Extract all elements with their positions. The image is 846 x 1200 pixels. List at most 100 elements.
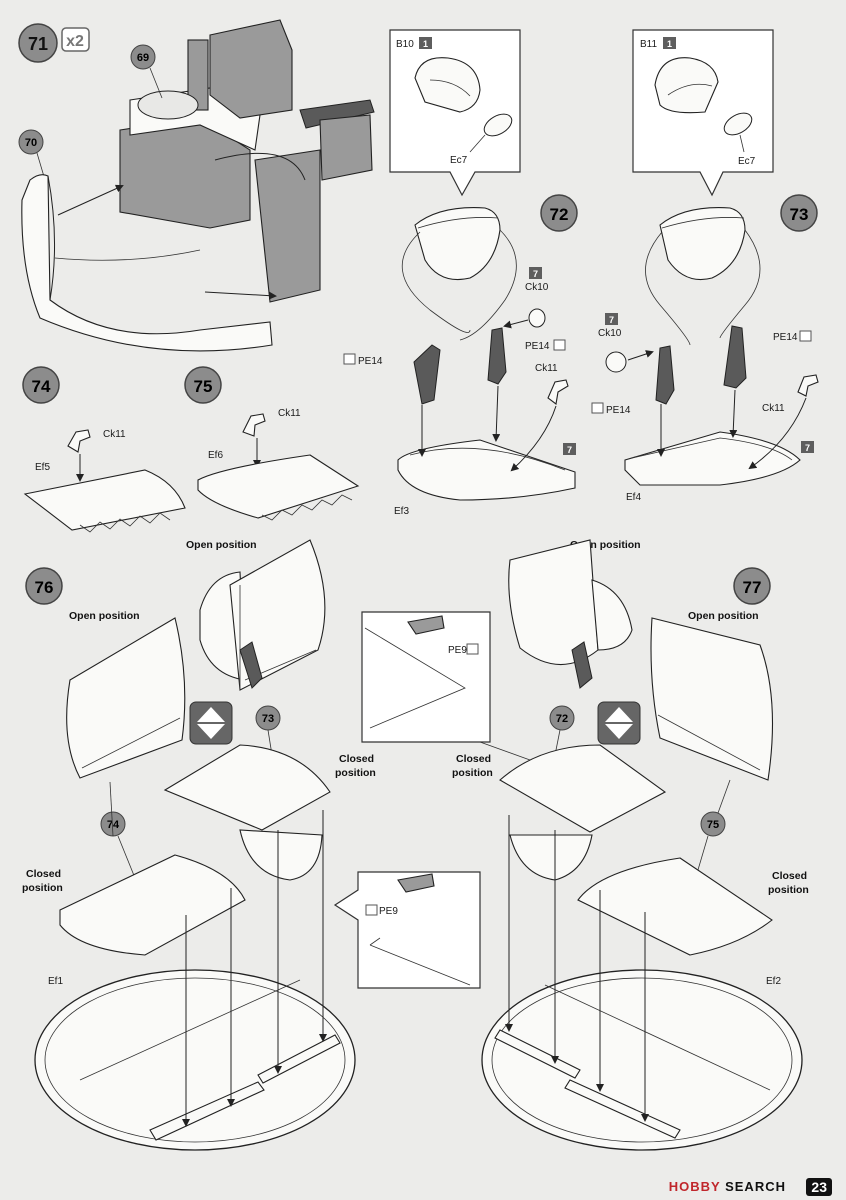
watermark-red: HOBBY	[668, 1179, 726, 1194]
paint-1-text-a: 1	[423, 39, 428, 49]
multiplier-text: x2	[66, 33, 84, 50]
updown-icon-76	[189, 701, 233, 745]
open-panel-77-right	[650, 617, 773, 781]
paint-7-text-c: 7	[609, 315, 614, 325]
mount-arc	[214, 152, 306, 181]
base-plate-ef3-top	[409, 447, 566, 471]
part-pe9-b	[397, 873, 435, 893]
base-plate-ef4	[624, 431, 801, 486]
plate-ef6	[197, 454, 360, 519]
part-ef1-label: Ef1	[48, 976, 63, 987]
ec7-b-leader	[739, 134, 745, 153]
gun-mount-housing	[209, 19, 293, 119]
part-ec7-a-label: Ec7	[450, 155, 468, 166]
page-number: 23	[806, 1178, 832, 1196]
hinge-strip-ef2-b	[564, 1079, 681, 1139]
detail-pe9-b-frame	[369, 937, 471, 986]
step-73-number: 73	[790, 205, 809, 224]
part-ec7-lens-a	[483, 113, 513, 137]
sight-dial	[137, 90, 199, 120]
callout-74-ref-number: 74	[107, 819, 120, 831]
gun-mount-column	[187, 39, 209, 111]
hobby-search-watermark: HOBBY SEARCH	[669, 1179, 786, 1194]
paint-7-box-c	[605, 313, 618, 325]
part-ef6-label: Ef6	[208, 450, 223, 461]
detail-pe9-a-frame	[364, 627, 466, 729]
part-pe14-d-label: PE14	[773, 332, 798, 343]
part-ck11-a-label: Ck11	[535, 363, 558, 374]
part-ef4-label: Ef4	[626, 492, 641, 503]
step-72-number: 72	[550, 205, 569, 224]
part-b11-label: B11	[640, 39, 657, 50]
bracket-pe14-72a	[413, 344, 441, 405]
base-ring-ef2-beam	[544, 984, 771, 1091]
part-pe9-a-label: PE9	[448, 645, 467, 656]
searchlight-72-rim	[417, 217, 499, 229]
updown-icon-76-down	[197, 724, 225, 739]
wire-73	[645, 229, 761, 346]
wire-72	[401, 229, 517, 341]
base-ring-ef2-inner	[491, 977, 793, 1143]
base-ring-ef1-inner	[44, 977, 346, 1143]
part-ec7-b-label: Ec7	[738, 156, 756, 167]
detail-b10-box	[389, 29, 521, 197]
pe-icon-a	[343, 353, 356, 365]
multiplier-box	[61, 27, 90, 52]
part-ck11-d-label: Ck11	[278, 408, 301, 419]
part-ec7-lens-b	[723, 112, 753, 136]
callout-73-ref-number: 73	[262, 713, 274, 725]
searchlight-73	[659, 207, 746, 281]
step-71-group: 71 x2 69 70	[18, 19, 375, 352]
closed-position-label-77a-l2: position	[452, 767, 493, 779]
open-position-label-77b: Open position	[688, 610, 759, 622]
callout-75-ref-circle	[700, 811, 726, 837]
searchlight-77-below	[509, 834, 593, 881]
step-71-number: 71	[28, 34, 48, 54]
step-77-group: 77 Open position Open position Closed po…	[452, 539, 809, 1151]
detail-b10: B10 1 Ec7	[389, 29, 521, 197]
part-ck11-a	[547, 379, 569, 405]
pe-icon-f	[365, 904, 378, 916]
ec7-a-leader	[469, 134, 486, 153]
part-b11-rim	[667, 83, 713, 96]
part-ck10-b	[605, 351, 627, 373]
part-ck10-b-label: Ck10	[598, 328, 622, 339]
shield-70-inner-curve	[54, 249, 201, 261]
part-ef5-label: Ef5	[35, 462, 50, 473]
open-position-label-76b: Open position	[69, 610, 140, 622]
step-76-group: 76 Open position Open position Closed po…	[22, 539, 531, 1151]
callout-74-leader-b	[117, 835, 136, 879]
updown-icon-77-down	[605, 724, 633, 739]
paint-7-text-d: 7	[805, 443, 810, 453]
open-panel-77-top	[508, 539, 599, 666]
closed-position-label-77b-l1: Closed	[772, 870, 807, 882]
arrow-ck10-b	[627, 350, 654, 361]
closed-position-label-76b-l1: Closed	[26, 868, 61, 880]
step-76-number: 76	[35, 578, 54, 597]
searchlight-76-below	[239, 829, 323, 881]
closed-plate-76-left	[59, 854, 246, 956]
arrow-73-b	[729, 389, 738, 438]
base-ring-ef2	[481, 969, 803, 1151]
callout-72-ref-number: 72	[556, 713, 568, 725]
part-b11-dome	[654, 57, 719, 114]
updown-icon-76-up	[197, 707, 225, 722]
step-72-group: 72 7 Ck10 PE14 PE14 Ck11 7 Ef3	[343, 194, 578, 517]
open-panel-76-left-hinge	[81, 717, 181, 769]
paint-7-box-a	[529, 267, 542, 279]
searchlight-73-rim	[661, 217, 745, 229]
bracket-pe14-73a	[655, 345, 675, 405]
step-73-group: 73 7 Ck10 PE14 PE14 Ck11 7 Ef4	[591, 194, 819, 503]
base-ring-ef1-beam	[79, 979, 301, 1081]
open-panel-76-left	[66, 617, 186, 779]
callout-72-ref-circle	[549, 705, 575, 731]
arrow-72-c	[510, 405, 557, 472]
paint-7-text-b: 7	[567, 445, 572, 455]
bracket-pe14-72b	[487, 327, 507, 385]
part-ck11-c-label: Ck11	[103, 429, 126, 440]
open-panel-77-right-hinge	[657, 714, 761, 771]
plate-ef5-hinges	[79, 512, 171, 533]
closed-position-label-76a-l1: Closed	[339, 753, 374, 765]
callout-69-leader	[149, 67, 163, 99]
